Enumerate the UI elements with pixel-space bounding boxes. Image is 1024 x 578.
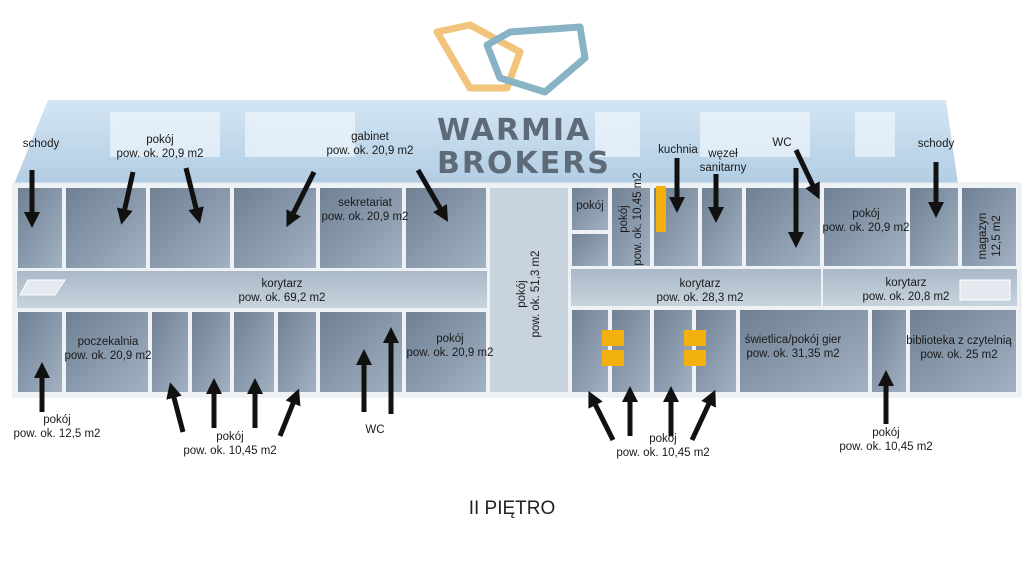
corridors (15, 267, 1019, 311)
label-pokoj-right-top: pokój pow. ok. 20,9 m2 (806, 207, 926, 235)
room-area: pow. ok. 20,9 m2 (321, 211, 409, 223)
label-schody-left: schody (10, 137, 72, 151)
label-pokoj-small: pokój (570, 199, 610, 213)
label-korytarz-left: korytarz pow. ok. 69,2 m2 (222, 277, 342, 305)
room-name: biblioteka z czytelnią (906, 335, 1012, 347)
pointer-arrows (23, 148, 945, 442)
room-name: schody (917, 138, 955, 150)
logo (433, 21, 589, 96)
brand-line-1: WARMIA (437, 113, 592, 148)
room-area: pow. ok. 20,8 m2 (862, 291, 950, 303)
label-pokoj-vert: pokój pow. ok. 10,45 m2 (617, 164, 645, 274)
room-name: schody (22, 138, 60, 150)
room-name: pokój (436, 333, 464, 345)
room-area: pow. ok. 10,45 m2 (616, 447, 710, 459)
room-name: pokój (43, 414, 71, 426)
room-name: korytarz (261, 278, 303, 290)
room-name: pokój (852, 208, 880, 220)
room-name: poczekalnia (77, 336, 139, 348)
label-korytarz-right: korytarz pow. ok. 20,8 m2 (846, 276, 966, 304)
room-name: pokój (216, 431, 244, 443)
label-magazyn: magazyn 12,5 m2 (976, 196, 1004, 276)
room-area: pow. ok. 20,9 m2 (116, 148, 204, 160)
label-poczekalnia: poczekalnia pow. ok. 20,9 m2 (48, 335, 168, 363)
room-name: pokój (146, 134, 174, 146)
brand-wordmark: WARMIA BROKERS (437, 113, 611, 181)
label-sekretariat: sekretariat pow. ok. 20,9 m2 (305, 196, 425, 224)
label-wc-left: WC (350, 423, 400, 437)
label-korytarz-mid: korytarz pow. ok. 28,3 m2 (640, 277, 760, 305)
room-area: pow. ok. 20,9 m2 (64, 350, 152, 362)
room-area: pow. ok. 12,5 m2 (13, 428, 101, 440)
room-name: pokój (576, 200, 604, 212)
room-name: świetlica/pokój gier (744, 334, 842, 346)
label-kuchnia: kuchnia (648, 143, 708, 157)
room-name: WC (365, 424, 385, 436)
room-area: pow. ok. 20,9 m2 (326, 145, 414, 157)
room-name: korytarz (679, 278, 721, 290)
label-schody-right: schody (906, 137, 966, 151)
roof-panels (110, 112, 895, 157)
room-area: pow. ok. 69,2 m2 (238, 292, 326, 304)
label-pokoj-bottom-group2: pokój pow. ok. 10,45 m2 (603, 432, 723, 460)
room-area: pow. ok. 31,35 m2 (746, 348, 840, 360)
label-biblioteka: biblioteka z czytelnią pow. ok. 25 m2 (896, 334, 1022, 362)
room-name: sekretariat (338, 197, 392, 209)
room-name: WC (772, 137, 792, 149)
room-name: gabinet (351, 131, 389, 143)
label-pokoj-top1: pokój pow. ok. 20,9 m2 (100, 133, 220, 161)
label-wezel: węzeł sanitarny (690, 147, 756, 175)
label-pokoj-bottom-group1: pokój pow. ok. 10,45 m2 (170, 430, 290, 458)
room-name: pokój (618, 205, 630, 233)
furniture-accents (602, 186, 706, 366)
label-pokoj-center: pokój pow. ok. 51,3 m2 (515, 239, 543, 349)
room-area: pow. ok. 20,9 m2 (822, 222, 910, 234)
room-area: pow. ok. 10,45 m2 (183, 445, 277, 457)
label-wc-right: WC (762, 136, 802, 150)
room-name: pokój (872, 427, 900, 439)
room-name: korytarz (885, 277, 927, 289)
room-area: 12,5 m2 (991, 215, 1003, 257)
label-pokoj-bottom-right: pokój pow. ok. 10,45 m2 (830, 426, 942, 454)
room-area: pow. ok. 20,9 m2 (406, 347, 494, 359)
room-area: pow. ok. 28,3 m2 (656, 292, 744, 304)
brand-line-2: BROKERS (437, 146, 611, 181)
room-area: pow. ok. 10,45 m2 (632, 172, 644, 266)
logo-left-chevron (433, 21, 524, 92)
room-name: magazyn (977, 212, 989, 260)
label-gabinet: gabinet pow. ok. 20,9 m2 (310, 130, 430, 158)
room-name: kuchnia (658, 144, 698, 156)
label-pokoj-mid-bottom: pokój pow. ok. 20,9 m2 (395, 332, 505, 360)
room-name: pokój (516, 280, 528, 308)
label-swietlica: świetlica/pokój gier pow. ok. 31,35 m2 (728, 333, 858, 361)
room-area: pow. ok. 10,45 m2 (839, 441, 933, 453)
room-name: węzeł sanitarny (699, 148, 747, 174)
room-name: pokój (649, 433, 677, 445)
room-area: pow. ok. 51,3 m2 (530, 250, 542, 338)
stair-landings (19, 279, 1011, 301)
label-pokoj-bottom-left: pokój pow. ok. 12,5 m2 (2, 413, 112, 441)
room-area: pow. ok. 25 m2 (920, 349, 998, 361)
logo-right-chevron (483, 23, 589, 96)
floor-label: II PIĘTRO (468, 498, 556, 519)
